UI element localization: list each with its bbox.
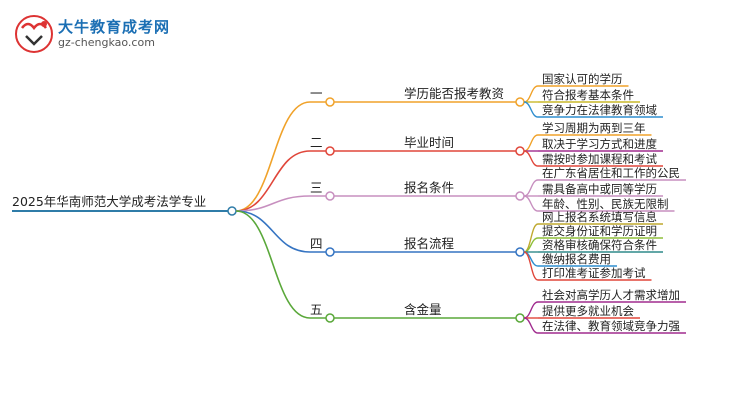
leaf-label: 资格审核确保符合条件 [542,238,657,252]
branch-connector [235,101,311,212]
logo-title: 大牛教育成考网 [58,18,171,36]
site-logo[interactable]: 大牛教育成考网 gz-chengkao.com [14,14,214,60]
root-node[interactable] [227,206,237,216]
leaf-connector [523,85,539,103]
branch-label: 报名流程 [404,236,455,251]
leaf-connector [523,134,539,152]
branch-node[interactable] [325,191,335,201]
leaf-connector [523,101,539,118]
leaf-connector [523,150,539,167]
leaf-label: 社会对高学历人才需求增加 [542,288,680,302]
leaf-label: 需具备高中或同等学历 [542,182,657,196]
leaf-label: 年龄、性别、民族无限制 [542,197,669,211]
branch-end-node[interactable] [515,191,525,201]
branch-4: 四 报名流程 网上报名系统填写信息提交身份证和学历证明资格审核确保符合条件缴纳报名费… [235,210,663,281]
branch-node[interactable] [325,313,335,323]
leaf-connector [523,251,539,281]
leaf-label: 缴纳报名费用 [542,252,611,266]
leaf-label: 打印准考证参加考试 [542,266,646,280]
logo-url: gz-chengkao.com [58,36,155,49]
leaf-label: 符合报考基本条件 [542,88,634,102]
branch-connector [235,210,311,253]
leaf-label: 学习周期为两到三年 [542,121,646,135]
branch-node[interactable] [325,247,335,257]
branch-node[interactable] [325,97,335,107]
branch-label: 毕业时间 [404,135,454,150]
branch-index: 三 [310,180,323,195]
branch-label: 含金量 [404,302,442,317]
branch-index: 五 [310,302,323,317]
branch-connector [235,210,311,319]
branch-label: 报名条件 [404,180,454,195]
root-label: 2025年华南师范大学成考法学专业 [12,194,206,209]
branch-end-node[interactable] [515,146,525,156]
branch-end-node[interactable] [515,97,525,107]
leaf-label: 需按时参加课程和考试 [542,152,657,166]
leaf-label: 在法律、教育领域竞争力强 [542,319,680,333]
bull-logo-icon [15,15,53,53]
leaf-label: 在广东省居住和工作的公民 [542,166,680,180]
leaf-connector [523,179,539,197]
branch-end-node[interactable] [515,247,525,257]
branch-node[interactable] [325,146,335,156]
leaf-label: 国家认可的学历 [542,72,623,86]
branch-label: 学历能否报考教资 [404,86,504,101]
leaf-label: 提交身份证和学历证明 [542,224,657,238]
branch-connector [235,195,311,212]
leaf-label: 竞争力在法律教育领域 [542,103,657,117]
branch-end-node[interactable] [515,313,525,323]
branch-connector [235,150,311,212]
leaf-label: 取决于学习方式和进度 [542,137,657,151]
branch-index: 四 [310,236,323,251]
leaf-label: 网上报名系统填写信息 [542,210,657,224]
leaf-connector [523,317,539,334]
leaf-label: 提供更多就业机会 [542,304,634,318]
branch-index: 二 [310,135,323,150]
branch-index: 一 [310,86,323,101]
leaf-connector [523,301,539,319]
leaf-connector [523,195,539,212]
